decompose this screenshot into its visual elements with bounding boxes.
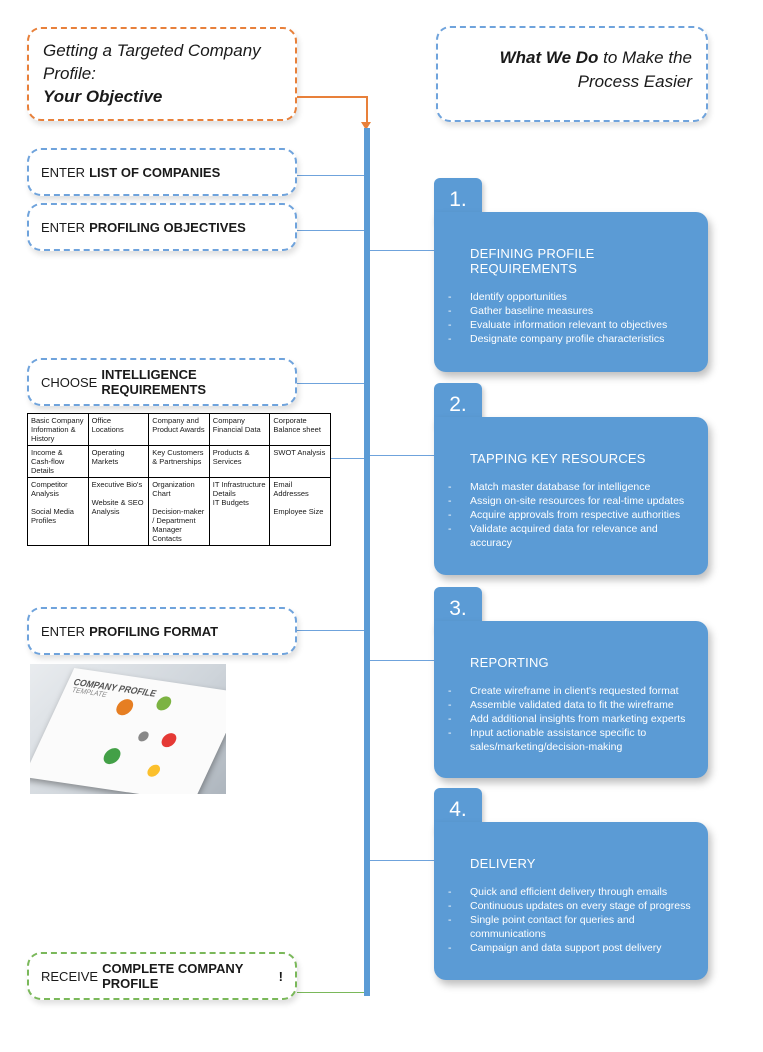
table-cell: Competitor Analysis Social Media Profile…: [27, 477, 89, 546]
card3-title: REPORTING: [470, 655, 549, 670]
objective-arrowhead: [361, 122, 371, 130]
card3-list: Create wireframe in client's requested f…: [448, 684, 694, 754]
objective-line1: Getting a Targeted Company: [43, 41, 261, 60]
list-item: Evaluate information relevant to objecti…: [448, 318, 694, 332]
objective-connector: [297, 96, 367, 98]
table-cell: Corporate Balance sheet: [269, 413, 331, 446]
what-we-do-box: What We Do to Make the Process Easier: [436, 26, 708, 122]
what-we-do-line2: Process Easier: [577, 72, 692, 91]
card-defining-profile-requirements: DEFINING PROFILE REQUIREMENTS Identify o…: [434, 212, 708, 372]
connector-step2: [297, 230, 364, 231]
table-cell: Organization Chart Decision-maker / Depa…: [148, 477, 210, 546]
table-cell: Office Locations: [87, 413, 150, 446]
objective-line2: Profile:: [43, 64, 96, 83]
list-item: Create wireframe in client's requested f…: [448, 684, 694, 698]
table-cell: Executive Bio's Website & SEO Analysis: [87, 477, 150, 546]
table-cell: Basic Company Information & History: [27, 413, 89, 446]
template-dot-red: [159, 732, 179, 749]
connector-table: [331, 458, 364, 459]
list-item: Designate company profile characteristic…: [448, 332, 694, 346]
connector-card4: [370, 860, 434, 861]
card2-title: TAPPING KEY RESOURCES: [470, 451, 646, 466]
list-item: Identify opportunities: [448, 290, 694, 304]
card1-title: DEFINING PROFILE REQUIREMENTS: [470, 246, 595, 276]
template-dot-yellow: [145, 763, 163, 778]
template-dot-orange: [113, 698, 136, 717]
table-cell: Company and Product Awards: [148, 413, 210, 446]
what-we-do-rest: to Make the: [598, 48, 692, 67]
table-cell: Company Financial Data: [208, 413, 271, 446]
connector-card3: [370, 660, 434, 661]
list-item: Assemble validated data to fit the wiref…: [448, 698, 694, 712]
list-item: Add additional insights from marketing e…: [448, 712, 694, 726]
table-cell: Income & Cash-flow Details: [27, 445, 89, 478]
list-item: Input actionable assistance specific to …: [448, 726, 694, 754]
company-profile-template-image: COMPANY PROFILE TEMPLATE: [30, 664, 226, 794]
connector-step5: [297, 992, 364, 993]
card2-list: Match master database for intelligence A…: [448, 480, 694, 550]
table-cell: Key Customers & Partnerships: [148, 445, 210, 478]
connector-step3: [297, 383, 364, 384]
card1-list: Identify opportunities Gather baseline m…: [448, 290, 694, 346]
table-cell: SWOT Analysis: [269, 445, 331, 478]
table-cell: Operating Markets: [87, 445, 150, 478]
table-cell: IT Infrastructure Details IT Budgets: [208, 477, 271, 546]
connector-step1: [297, 175, 364, 176]
connector-card2: [370, 455, 434, 456]
card-tapping-key-resources: TAPPING KEY RESOURCES Match master datab…: [434, 417, 708, 575]
list-item: Assign on-site resources for real-time u…: [448, 494, 694, 508]
list-item: Validate acquired data for relevance and…: [448, 522, 694, 550]
table-cell: Products & Services: [208, 445, 271, 478]
objective-connector-drop: [366, 96, 368, 124]
objective-line3: Your Objective: [43, 87, 163, 106]
list-item: Single point contact for queries and com…: [448, 913, 694, 941]
connector-card1: [370, 250, 434, 251]
list-item: Campaign and data support post delivery: [448, 941, 694, 955]
list-item: Continuous updates on every stage of pro…: [448, 899, 694, 913]
table-cell: Email Addresses Employee Size: [269, 477, 331, 546]
what-we-do-bold: What We Do: [499, 48, 599, 67]
list-item: Acquire approvals from respective author…: [448, 508, 694, 522]
list-item: Quick and efficient delivery through ema…: [448, 885, 694, 899]
list-item: Match master database for intelligence: [448, 480, 694, 494]
template-dot-green: [154, 695, 174, 712]
template-sheet: COMPANY PROFILE TEMPLATE: [30, 668, 226, 794]
card-delivery: DELIVERY Quick and efficient delivery th…: [434, 822, 708, 980]
list-item: Gather baseline measures: [448, 304, 694, 318]
process-spine: [364, 128, 370, 996]
template-dot-green2: [100, 747, 124, 766]
card4-list: Quick and efficient delivery through ema…: [448, 885, 694, 955]
objective-box: Getting a Targeted Company Profile: Your…: [27, 27, 297, 121]
template-dot-center: [136, 730, 151, 743]
card4-title: DELIVERY: [470, 856, 536, 871]
connector-step4: [297, 630, 364, 631]
card-reporting: REPORTING Create wireframe in client's r…: [434, 621, 708, 778]
table-row: Competitor Analysis Social Media Profile…: [27, 477, 331, 546]
